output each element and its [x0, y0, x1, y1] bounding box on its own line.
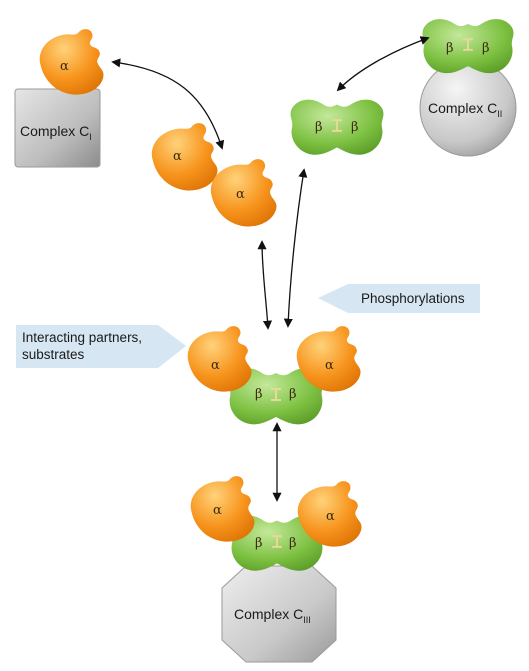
free-beta-label-1: β [315, 120, 323, 135]
c3-alpha-label-right: α [326, 509, 335, 524]
free-alpha-pair: α α [151, 123, 277, 227]
complex-c3-label: Complex CIII [234, 606, 311, 625]
beta-label-c2-1: β [446, 41, 454, 56]
free-alpha-label-1: α [173, 149, 182, 164]
holoenzyme-alpha-label-right: α [325, 358, 334, 373]
free-beta-dimer: β β [289, 98, 385, 156]
complex-c2-label: Complex CII [428, 100, 502, 119]
phosphorylations-callout-shape [318, 284, 480, 313]
free-beta-dimer-shape [289, 98, 385, 156]
holoenzyme-middle: α α β β [187, 326, 361, 426]
complex-c2-group: β β Complex CII [419, 18, 517, 157]
complex-c1-group: Complex CI α [14, 29, 104, 168]
complex-c1-label: Complex CI [20, 123, 92, 142]
beta-label-c2-2: β [482, 41, 490, 56]
c3-beta-label-right: β [289, 536, 297, 551]
c3-alpha-label-left: α [213, 503, 222, 518]
c3-beta-label-left: β [255, 536, 263, 551]
holoenzyme-beta-label-right: β [289, 387, 297, 402]
c3-alpha-left [190, 476, 255, 542]
holoenzyme-beta-label-left: β [255, 387, 263, 402]
phosphorylations-label: Phosphorylations [361, 291, 465, 306]
phosphorylations-callout: Phosphorylations [318, 284, 480, 313]
arrow-alpha-to-holoenzyme [257, 240, 273, 330]
arrow-c2-to-beta [336, 36, 430, 92]
holoenzyme-alpha-label-left: α [211, 358, 220, 373]
arrow-beta-to-holoenzyme [283, 168, 308, 328]
arrow-c1-to-alpha [111, 58, 225, 150]
alpha-subunit-c1 [39, 29, 104, 95]
arrows [111, 36, 430, 502]
complex-c3-group: α α β β Complex CIII [190, 476, 362, 663]
free-alpha-label-2: α [236, 187, 245, 202]
alpha-label-c1: α [60, 59, 69, 74]
free-beta-label-2: β [351, 120, 359, 135]
beta-dimer-c2 [421, 18, 515, 75]
interacting-partners-callout: Interacting partners, substrates [16, 325, 186, 368]
free-alpha-subunit-1 [151, 123, 218, 191]
interacting-partners-label-2: substrates [22, 347, 85, 362]
interacting-partners-label-1: Interacting partners, [22, 330, 142, 345]
complex-c3-octagon [221, 565, 337, 663]
interacting-partners-callout-shape [16, 325, 186, 368]
